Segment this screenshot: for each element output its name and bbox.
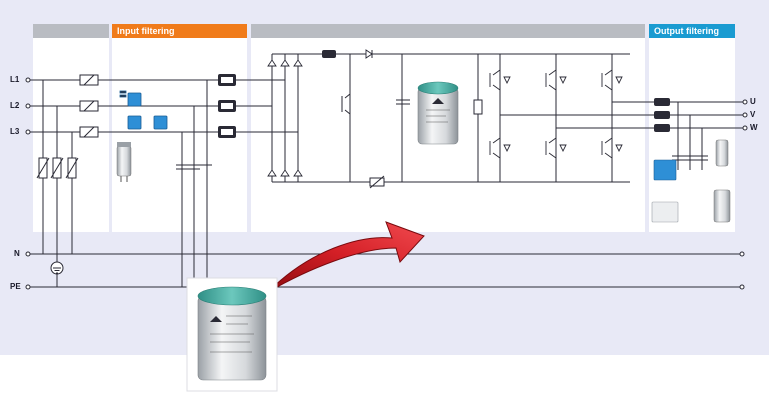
- terminal-label-n: N: [14, 249, 20, 258]
- wiring: [28, 53, 745, 288]
- rectifier-diodes: [267, 49, 373, 177]
- panel-header-surge: [33, 24, 109, 38]
- terminal-label-u: U: [750, 97, 756, 106]
- terminal-label-l1: L1: [10, 75, 20, 84]
- section-header-output-filtering: Output filtering: [649, 24, 735, 38]
- output-filter-components: [651, 139, 731, 223]
- varistors: [36, 74, 99, 179]
- chopper-transistor: [341, 93, 351, 115]
- input-x-capacitor-photo: [116, 142, 132, 182]
- terminal-label-l2: L2: [10, 101, 20, 110]
- highlight-arrow-icon: [267, 221, 425, 293]
- section-header-input-filtering: Input filtering: [112, 24, 247, 38]
- output-chokes: [654, 98, 670, 132]
- terminal-label-w: W: [750, 123, 758, 132]
- y-capacitor-photo: [186, 277, 278, 392]
- input-filter-capacitors: [119, 90, 168, 130]
- ground-symbol-icon: [50, 261, 64, 275]
- inverter-igbts: [489, 69, 623, 159]
- input-chokes: [218, 74, 236, 138]
- terminal-label-pe: PE: [10, 282, 21, 291]
- terminal-label-v: V: [750, 110, 756, 119]
- terminal-label-l3: L3: [10, 127, 20, 136]
- shunt-resistor: [473, 99, 483, 115]
- dc-choke: [322, 50, 336, 58]
- section-label-output-filtering: Output filtering: [654, 26, 719, 36]
- panel-header-converter: [251, 24, 645, 38]
- terminal-points: [25, 77, 748, 290]
- resistor-arrow: [369, 175, 385, 189]
- dc-link-capacitor-photo: [417, 81, 459, 145]
- section-label-input-filtering: Input filtering: [117, 26, 175, 36]
